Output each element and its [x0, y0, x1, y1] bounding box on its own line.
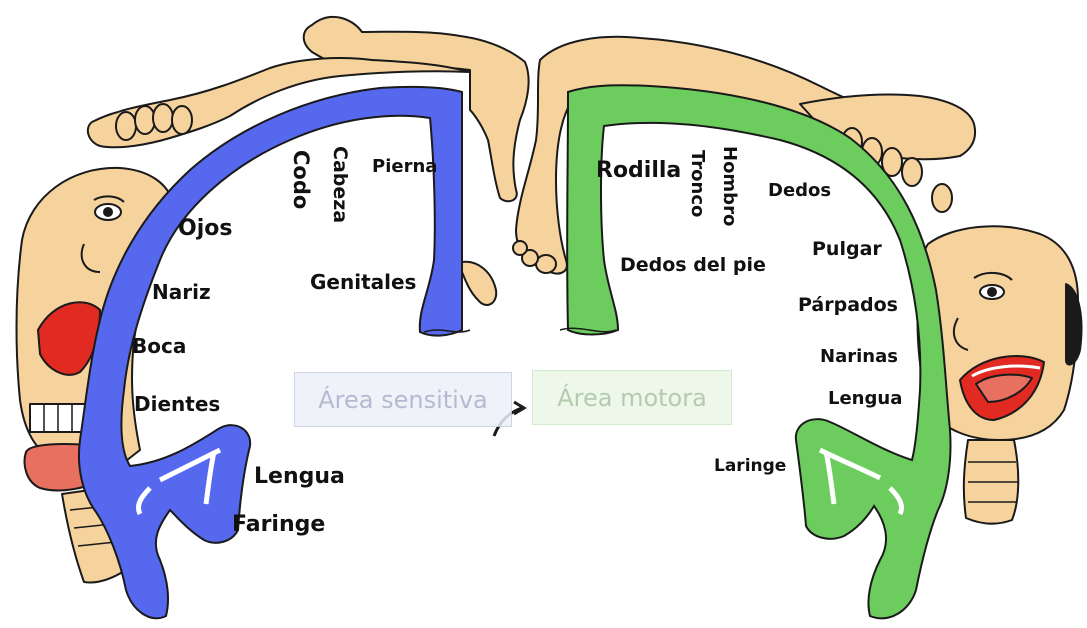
label-nariz: Nariz	[152, 282, 211, 302]
label-boca: Boca	[132, 336, 186, 356]
label-narinas: Narinas	[820, 348, 898, 366]
label-dedos: Dedos	[768, 182, 831, 200]
label-ojos: Ojos	[178, 218, 232, 240]
label-dientes: Dientes	[134, 394, 220, 414]
label-parpados: Párpados	[798, 296, 898, 315]
label-faringe: Faringe	[232, 514, 325, 536]
label-codo: Codo	[290, 150, 311, 209]
sensory-area-title: Área sensitiva	[294, 372, 512, 427]
label-cabeza: Cabeza	[330, 146, 349, 223]
motor-ear	[1066, 284, 1081, 365]
label-dedos-del-pie: Dedos del pie	[620, 256, 766, 275]
label-pulgar: Pulgar	[812, 240, 882, 259]
label-lengua-sensory: Lengua	[254, 466, 345, 488]
label-hombro: Hombro	[720, 146, 738, 226]
label-genitales: Genitales	[310, 272, 416, 292]
sensory-genitals	[462, 262, 496, 305]
label-tronco: Tronco	[688, 150, 706, 217]
label-lengua-motor: Lengua	[828, 390, 902, 408]
motor-area-title: Área motora	[532, 370, 732, 425]
label-rodilla: Rodilla	[596, 160, 681, 182]
label-pierna: Pierna	[372, 158, 437, 176]
label-laringe: Laringe	[714, 458, 786, 475]
